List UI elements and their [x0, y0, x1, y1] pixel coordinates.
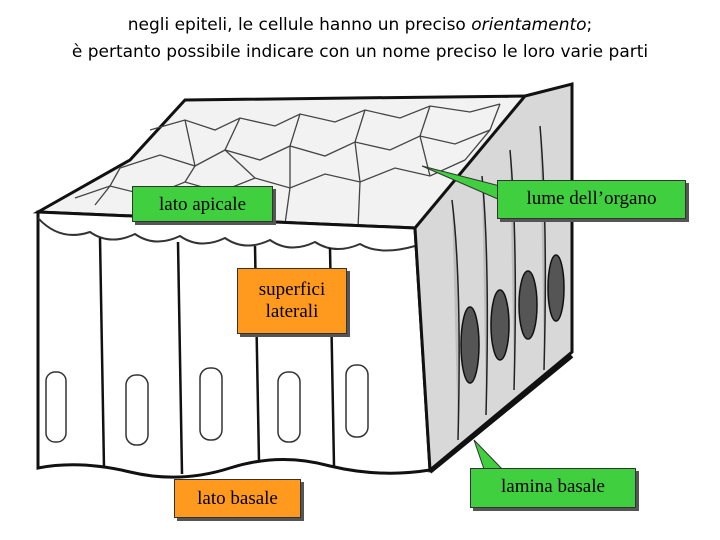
lateral-surfaces-label: superfici laterali	[237, 268, 347, 334]
lateral-surfaces-line-2: laterali	[238, 301, 346, 323]
apical-side-label: lato apicale	[132, 186, 273, 222]
organ-lumen-label: lume dell’organo	[497, 180, 686, 219]
basal-side-label: lato basale	[174, 479, 301, 518]
lateral-surfaces-line-1: superfici	[238, 279, 346, 301]
basal-lamina-label: lamina basale	[470, 468, 636, 508]
front-face	[38, 212, 430, 477]
